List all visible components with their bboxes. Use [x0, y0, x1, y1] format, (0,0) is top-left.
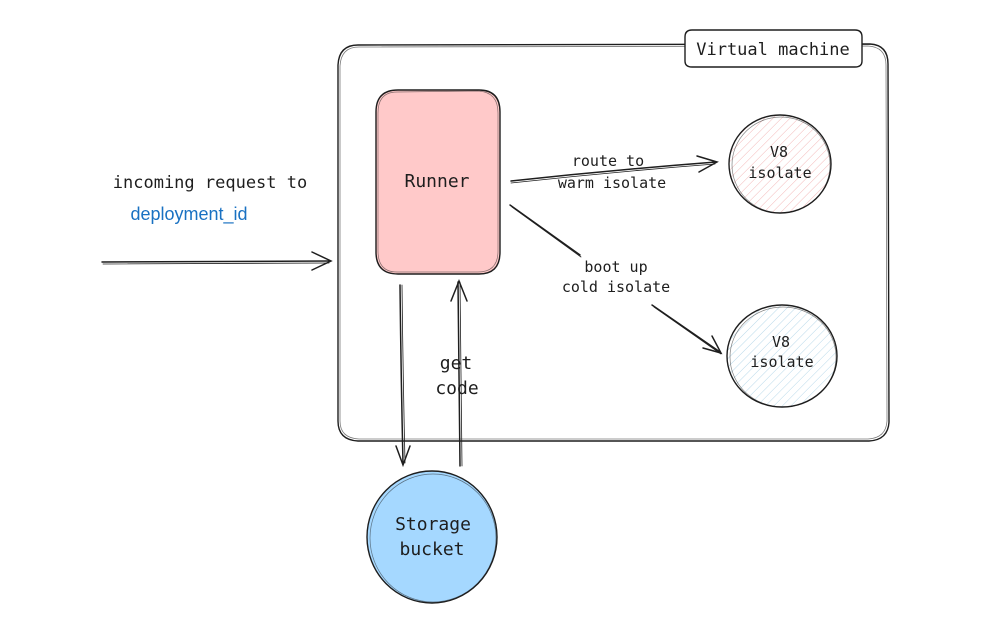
route-warm-label-line2: warm isolate: [558, 174, 666, 192]
warm-isolate-line2: isolate: [748, 164, 811, 182]
storage-label-line1: Storage: [395, 514, 471, 535]
runner-box: Runner: [375, 89, 501, 275]
get-code-arrow: [450, 278, 468, 467]
incoming-request-label: incoming request to: [113, 173, 307, 193]
virtual-machine-box: [337, 43, 890, 442]
boot-cold-label-line1: boot up: [584, 258, 647, 276]
deployment-id-label: deployment_id: [130, 204, 247, 225]
warm-isolate-node: V8 isolate: [728, 114, 832, 214]
storage-bucket-node: Storage bucket: [366, 470, 498, 604]
route-warm-label-line1: route to: [572, 152, 644, 170]
boot-cold-label-line2: cold isolate: [562, 278, 670, 296]
incoming-request-arrow: [101, 251, 333, 271]
cold-isolate-line2: isolate: [750, 353, 813, 371]
route-warm-arrow: [510, 155, 719, 184]
boot-cold-arrow: [509, 204, 723, 355]
get-code-label-line2: code: [435, 378, 478, 399]
cold-isolate-line1: V8: [772, 333, 790, 351]
get-code-label-line1: get: [440, 353, 473, 374]
runner-to-storage-arrow: [395, 284, 411, 468]
vm-label-text: Virtual machine: [696, 40, 850, 60]
storage-label-line2: bucket: [399, 539, 464, 560]
runner-label: Runner: [404, 171, 469, 192]
virtual-machine-label: Virtual machine: [684, 29, 863, 68]
warm-isolate-line1: V8: [770, 143, 788, 161]
cold-isolate-node: V8 isolate: [726, 304, 838, 408]
